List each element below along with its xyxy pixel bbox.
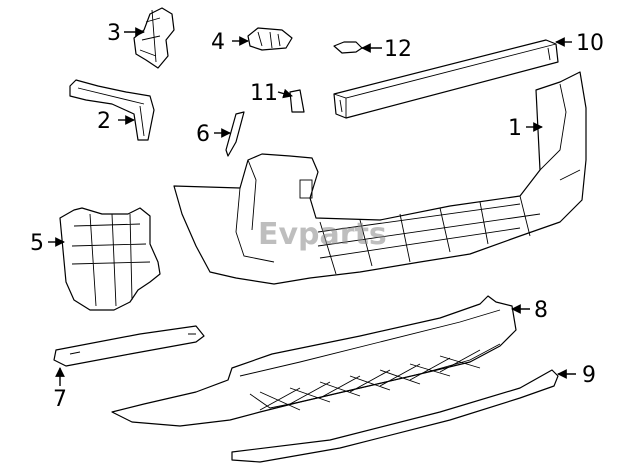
callout-2: 2	[97, 109, 111, 134]
callout-5: 5	[30, 231, 44, 256]
part-5-side-support	[59, 207, 161, 311]
part-12-plug	[333, 41, 363, 54]
callout-6: 6	[196, 122, 210, 147]
part-9-molding	[231, 369, 559, 463]
callout-7: 7	[53, 387, 67, 412]
part-6-strip	[225, 111, 245, 157]
watermark-text: Evparts	[258, 217, 387, 252]
callout-12: 12	[384, 37, 412, 62]
part-4-bracket-clip	[247, 27, 293, 51]
part-11-pad	[289, 89, 305, 113]
callout-8: 8	[534, 298, 548, 323]
callout-9: 9	[582, 363, 596, 388]
part-7-lower-trim	[53, 325, 205, 367]
part-8-lower-valance	[111, 295, 517, 427]
callout-11: 11	[250, 81, 278, 106]
part-10-impact-bar	[333, 39, 559, 119]
part-1-bumper-cover	[173, 71, 587, 285]
callout-10: 10	[576, 31, 604, 56]
callout-labels: 3 4 12 10 2 11 6 1 5 8 7 9	[30, 21, 604, 412]
callout-1: 1	[508, 116, 522, 141]
callout-4: 4	[211, 30, 225, 55]
part-2-side-bracket	[69, 79, 155, 141]
leader-lines	[48, 27, 576, 386]
part-3-upper-bracket	[133, 7, 175, 69]
callout-3: 3	[107, 21, 121, 46]
leader-11	[277, 88, 293, 99]
